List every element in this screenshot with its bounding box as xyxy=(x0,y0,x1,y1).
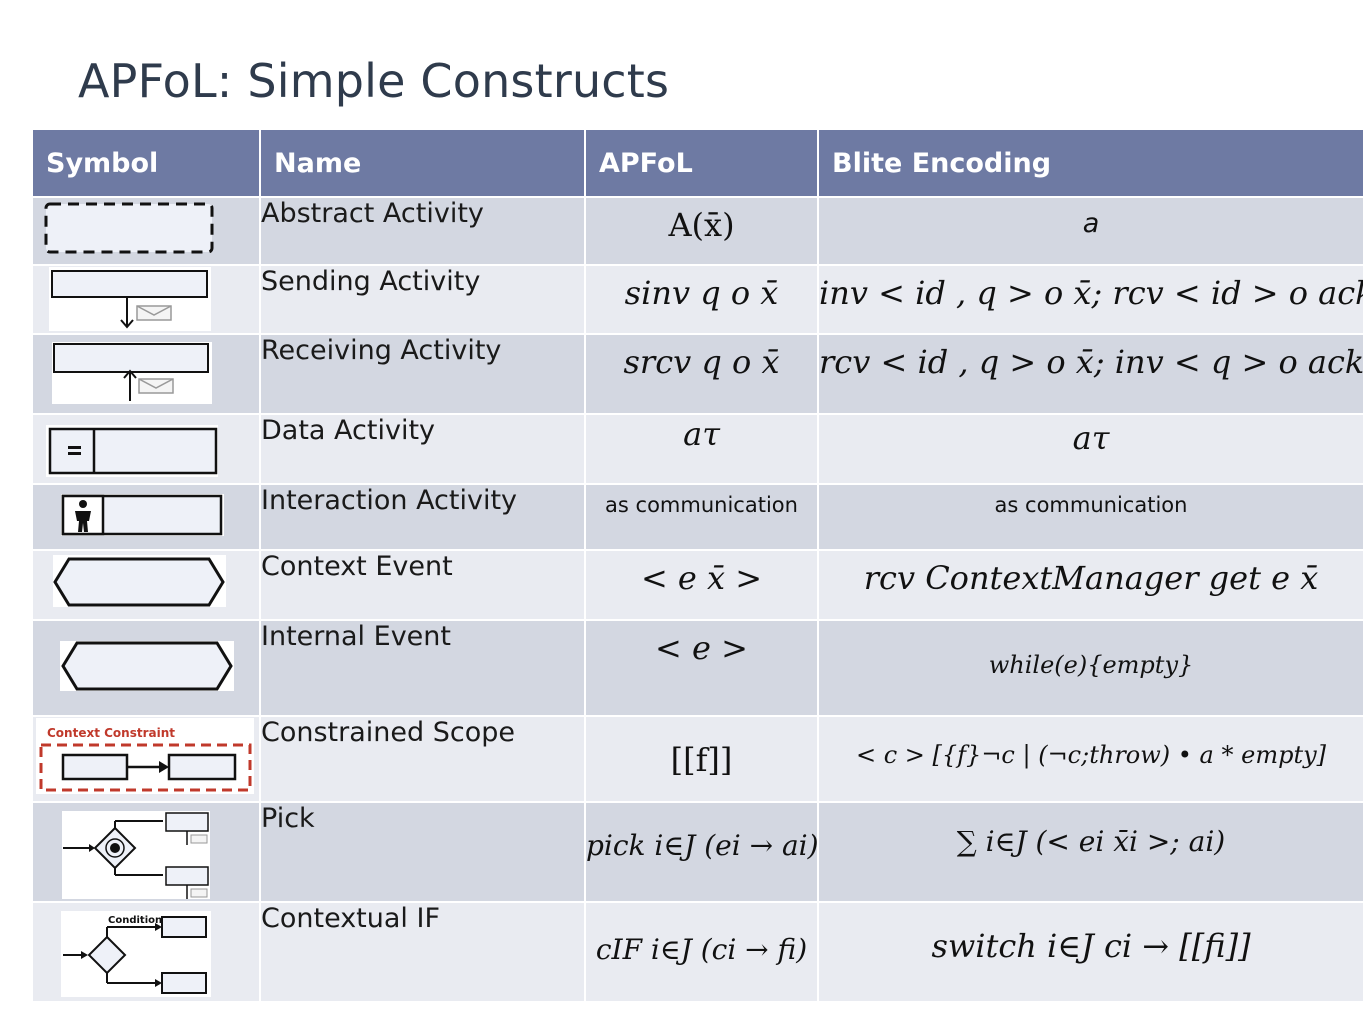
blite-cell: as communication xyxy=(818,484,1365,551)
construct-name: Abstract Activity xyxy=(260,197,586,266)
symbol-cell xyxy=(33,265,261,335)
table-row: Context Event < e x̄ > rcv ContextManage… xyxy=(33,550,1365,621)
blite-cell: switch i∈J ci → [[fi]] xyxy=(818,902,1365,1003)
blite-expression: rcv < id , q > o x̄; inv < q > o ack xyxy=(819,343,1364,381)
interaction-activity-icon xyxy=(61,494,224,536)
blite-expression: rcv ContextManager get e x̄ xyxy=(863,559,1319,597)
apfol-cell: cIF i∈J (ci → fi) xyxy=(585,902,819,1003)
apfol-cell: aτ xyxy=(585,414,819,485)
blite-expression: switch i∈J ci → [[fi]] xyxy=(931,927,1251,965)
context-constraint-label: Context Constraint xyxy=(47,726,175,740)
apfol-cell: pick i∈J (ei → ai) xyxy=(585,802,819,903)
table-row: Sending Activity sinv q o x̄ inv < id , … xyxy=(33,265,1365,335)
apfol-cell: as communication xyxy=(585,484,819,551)
constrained-scope-icon: Context Constraint xyxy=(36,718,254,794)
apfol-expression: aτ xyxy=(683,415,720,453)
symbol-cell xyxy=(33,802,261,903)
blite-cell: ∑ i∈J (< ei x̄i >; ai) xyxy=(818,802,1365,903)
blite-expression: ∑ i∈J (< ei x̄i >; ai) xyxy=(956,825,1226,858)
blite-cell: < c > [{f}¬c | (¬c;throw) • a * empty] xyxy=(818,716,1365,803)
symbol-cell xyxy=(33,414,261,485)
construct-name: Constrained Scope xyxy=(260,716,586,803)
blite-expression: a xyxy=(1082,208,1100,239)
data-activity-icon xyxy=(46,425,218,477)
symbol-cell xyxy=(33,484,261,551)
apfol-expression: < e > xyxy=(655,629,748,667)
apfol-expression: srcv q o x̄ xyxy=(623,343,780,381)
symbol-cell xyxy=(33,197,261,266)
construct-name: Sending Activity xyxy=(260,265,586,335)
constructs-table: Symbol Name APFoL Blite Encoding Abstrac… xyxy=(33,130,1365,1003)
internal-event-icon xyxy=(60,641,234,691)
condition-label: Condition xyxy=(108,915,162,926)
blite-cell: rcv ContextManager get e x̄ xyxy=(818,550,1365,621)
pick-icon xyxy=(62,811,210,899)
symbol-cell xyxy=(33,620,261,717)
table-row: Receiving Activity srcv q o x̄ rcv < id … xyxy=(33,334,1365,415)
construct-name: Data Activity xyxy=(260,414,586,485)
header-blite: Blite Encoding xyxy=(818,130,1365,198)
table-row: Pick pick i∈J (ei → ai) ∑ i∈J (< ei x̄i … xyxy=(33,802,1365,903)
table-row: Internal Event < e > while(e){empty} xyxy=(33,620,1365,717)
construct-name: Pick xyxy=(260,802,586,903)
apfol-cell: srcv q o x̄ xyxy=(585,334,819,415)
apfol-expression: < e x̄ > xyxy=(640,559,763,597)
blite-expression: as communication xyxy=(994,493,1188,517)
blite-expression: while(e){empty} xyxy=(988,651,1194,679)
blite-cell: rcv < id , q > o x̄; inv < q > o ack xyxy=(818,334,1365,415)
apfol-expression: pick i∈J (ei → ai) xyxy=(586,829,818,862)
table-row: Abstract Activity A(x̄) a xyxy=(33,197,1365,266)
construct-name: Interaction Activity xyxy=(260,484,586,551)
table-row: Condition Contextual IF cIF i∈J (ci → fi… xyxy=(33,902,1365,1003)
symbol-cell xyxy=(33,334,261,415)
blite-expression: < c > [{f}¬c | (¬c;throw) • a * empty] xyxy=(855,741,1327,769)
table-row: Data Activity aτ aτ xyxy=(33,414,1365,485)
apfol-cell: < e x̄ > xyxy=(585,550,819,621)
symbol-cell: Context Constraint xyxy=(33,716,261,803)
apfol-cell: < e > xyxy=(585,620,819,717)
apfol-expression: A(x̄) xyxy=(668,206,735,244)
header-symbol: Symbol xyxy=(33,130,261,198)
apfol-expression: as communication xyxy=(605,493,798,517)
blite-cell: aτ xyxy=(818,414,1365,485)
header-row: Symbol Name APFoL Blite Encoding xyxy=(33,130,1365,198)
apfol-cell: [[f]] xyxy=(585,716,819,803)
apfol-cell: sinv q o x̄ xyxy=(585,265,819,335)
header-apfol: APFoL xyxy=(585,130,819,198)
contextual-if-icon: Condition xyxy=(61,911,211,997)
table-row: Context Constraint Constrained Scope [[f… xyxy=(33,716,1365,803)
header-name: Name xyxy=(260,130,586,198)
apfol-expression: [[f]] xyxy=(670,741,733,779)
apfol-expression: cIF i∈J (ci → fi) xyxy=(595,933,808,966)
construct-name: Receiving Activity xyxy=(260,334,586,415)
blite-cell: while(e){empty} xyxy=(818,620,1365,717)
blite-expression: aτ xyxy=(1072,419,1110,457)
context-event-icon xyxy=(53,555,226,607)
symbol-cell xyxy=(33,550,261,621)
slide-title: APFoL: Simple Constructs xyxy=(78,54,670,108)
table-row: Interaction Activity as communication as… xyxy=(33,484,1365,551)
construct-name: Context Event xyxy=(260,550,586,621)
send-activity-icon xyxy=(49,267,211,331)
receive-activity-icon xyxy=(52,342,212,404)
dashed-activity-icon xyxy=(44,202,214,254)
construct-name: Internal Event xyxy=(260,620,586,717)
blite-expression: inv < id , q > o x̄; rcv < id > o ack xyxy=(819,274,1364,312)
symbol-cell: Condition xyxy=(33,902,261,1003)
blite-cell: inv < id , q > o x̄; rcv < id > o ack xyxy=(818,265,1365,335)
apfol-cell: A(x̄) xyxy=(585,197,819,266)
construct-name: Contextual IF xyxy=(260,902,586,1003)
blite-cell: a xyxy=(818,197,1365,266)
apfol-expression: sinv q o x̄ xyxy=(624,274,779,312)
